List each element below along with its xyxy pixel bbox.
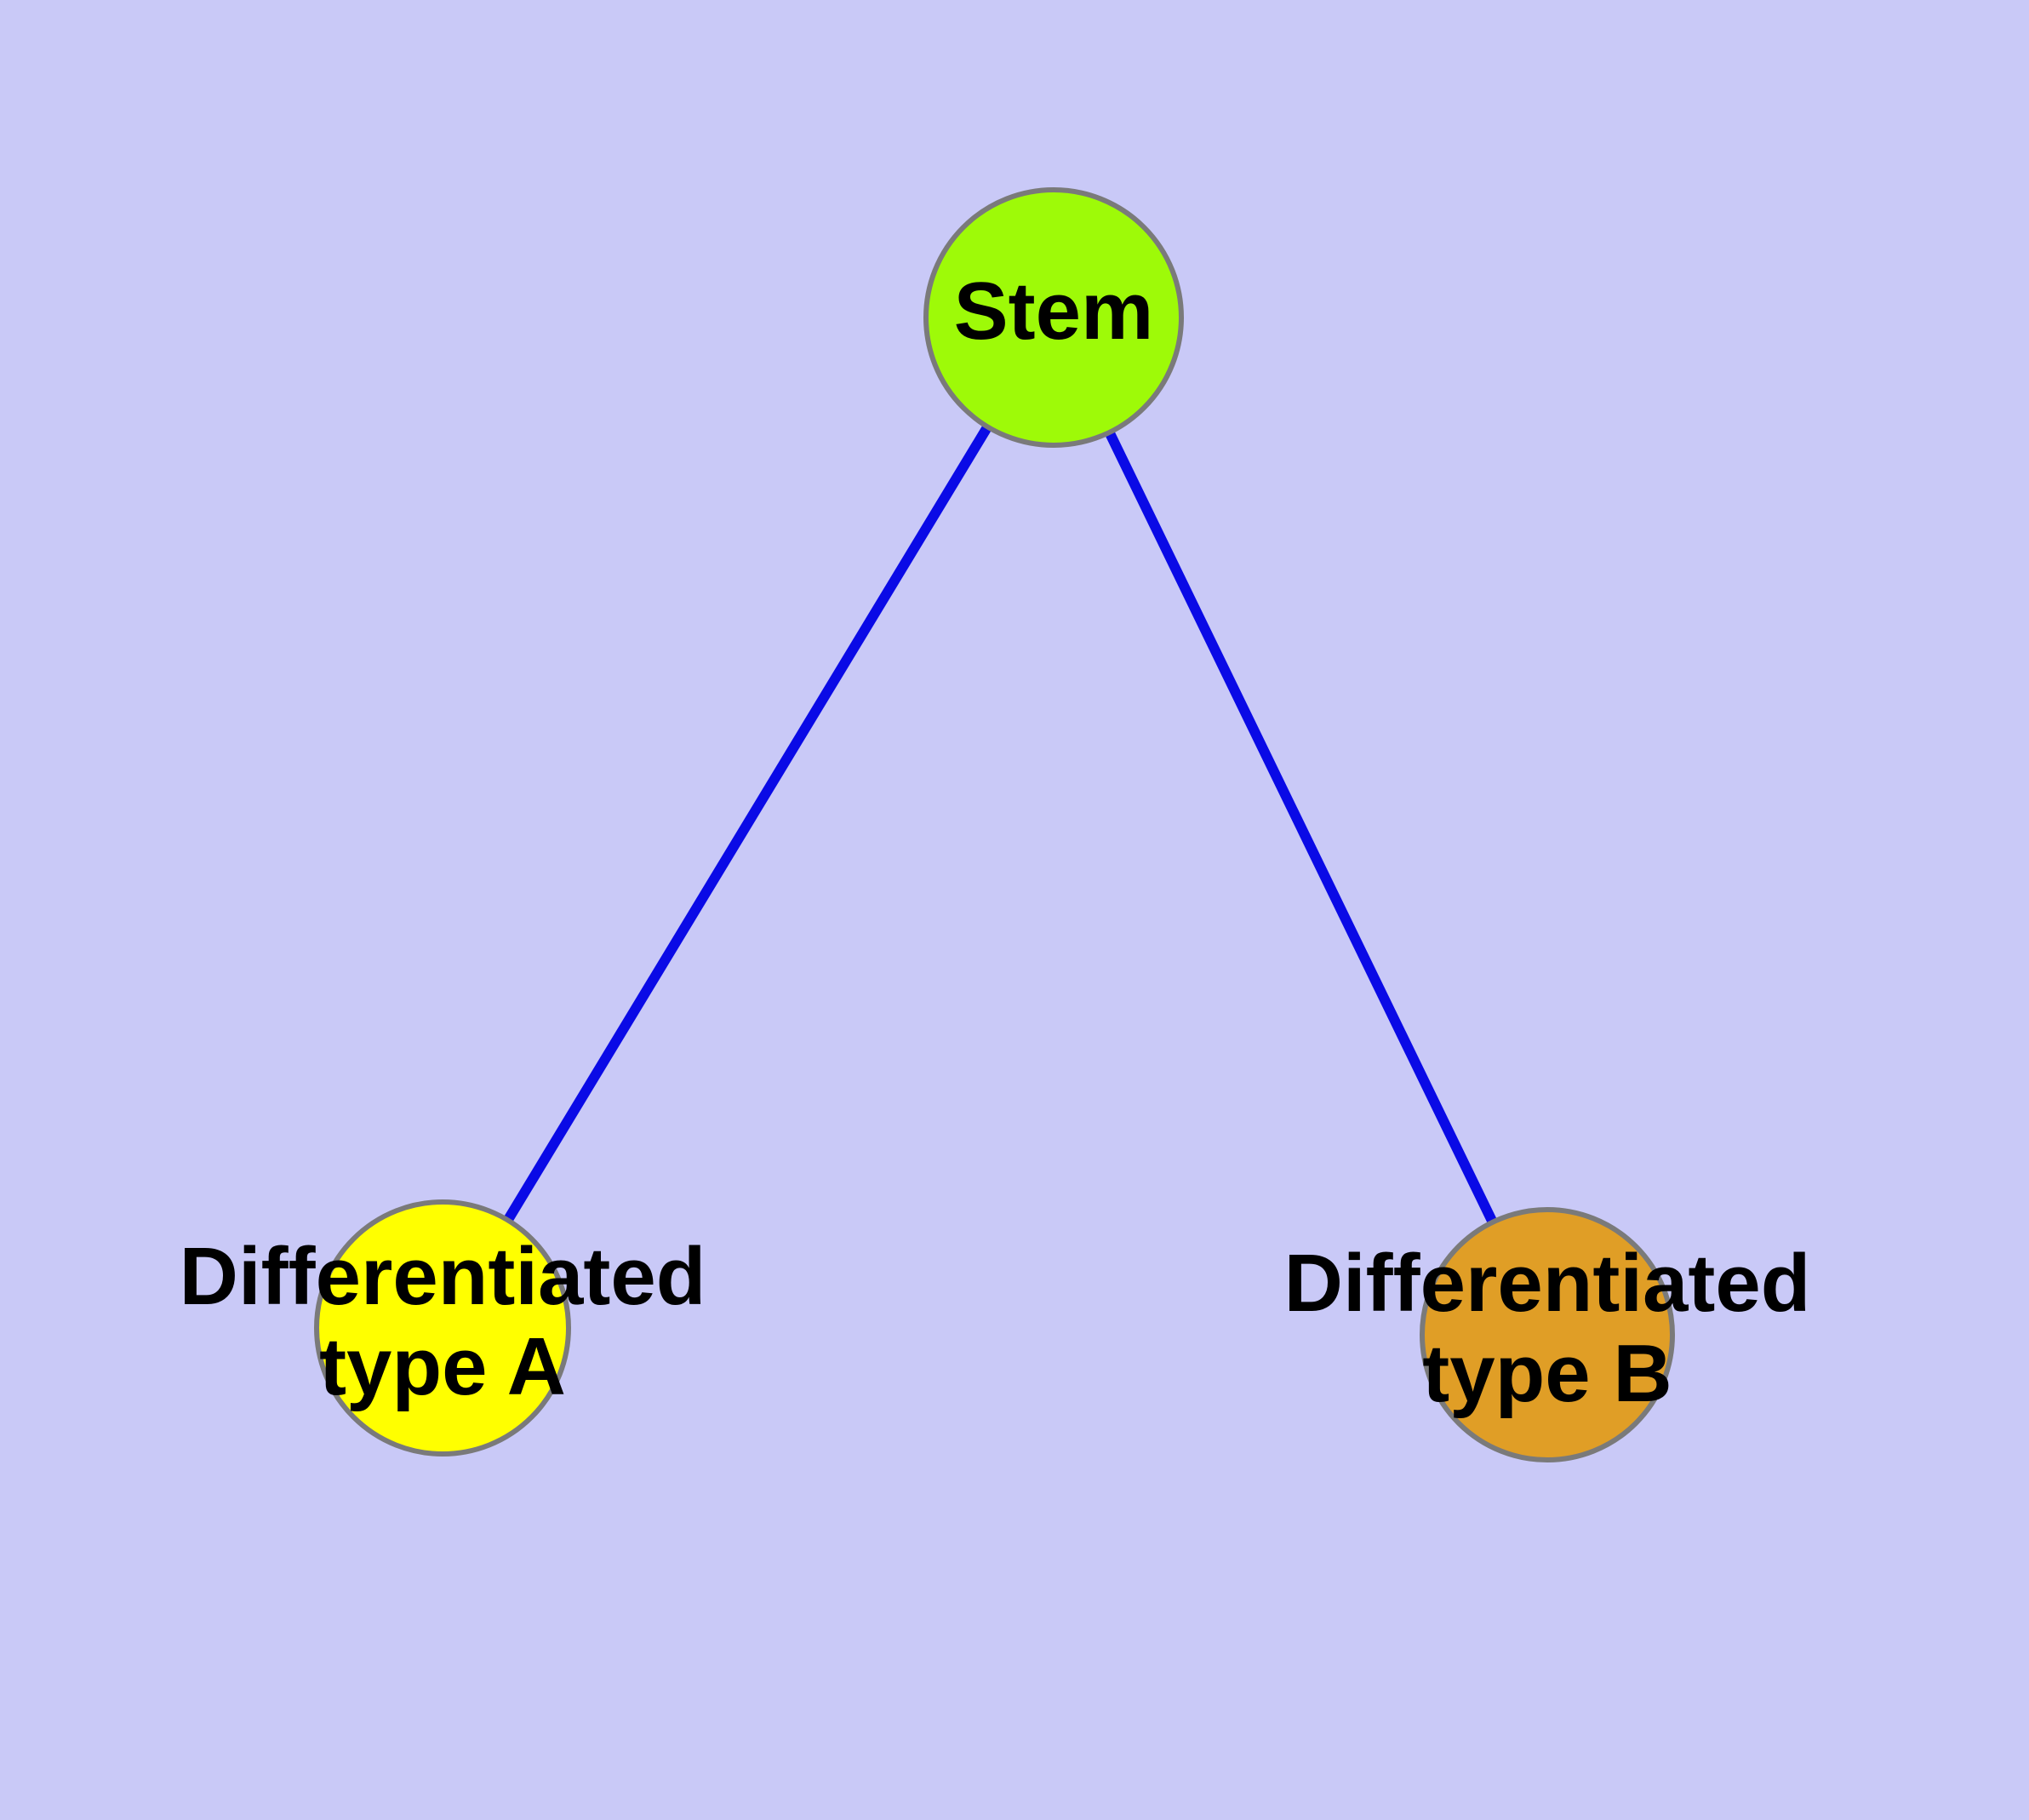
node-label-line: type B <box>1422 1328 1672 1419</box>
edge-layer <box>437 314 1552 1337</box>
node-label-line: Stem <box>954 266 1154 357</box>
node-stem[interactable] <box>923 187 1184 448</box>
node-label-stem: Stem <box>954 266 1154 357</box>
edge-stem-to-diff-b[interactable] <box>1049 315 1552 1337</box>
node-circle-stem[interactable] <box>923 187 1184 448</box>
node-label-line: Differentiated <box>1284 1238 1811 1329</box>
node-circle-diff-a[interactable] <box>314 1199 571 1457</box>
node-diff-a[interactable] <box>314 1199 571 1457</box>
node-label-line: Differentiated <box>180 1231 706 1322</box>
node-circle-diff-b[interactable] <box>1420 1207 1675 1462</box>
node-diff-b[interactable] <box>1420 1207 1675 1462</box>
node-label-line: type A <box>319 1321 566 1412</box>
edge-stem-to-diff-a[interactable] <box>437 314 1059 1331</box>
